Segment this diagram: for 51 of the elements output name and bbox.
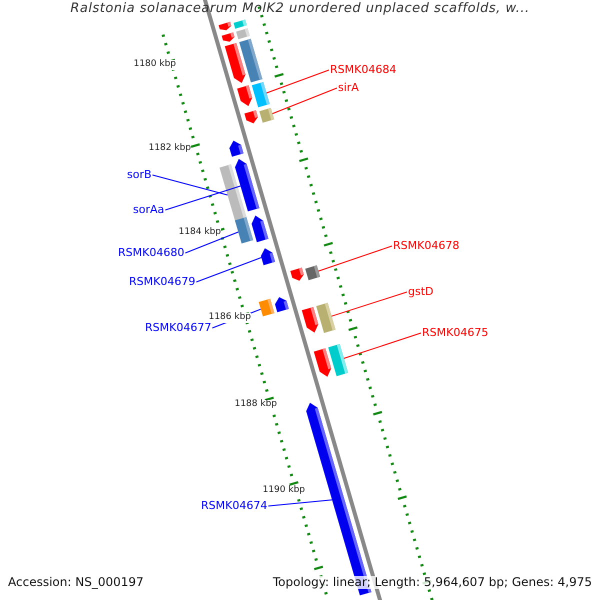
gene-pentagon bbox=[244, 110, 258, 124]
gene-label: RSMK04684 bbox=[330, 64, 396, 76]
leader-line bbox=[268, 499, 333, 506]
gene-block bbox=[252, 82, 270, 108]
gene-label: RSMK04678 bbox=[393, 240, 460, 252]
scale-label: 1188 kbp bbox=[234, 400, 277, 410]
gene-block bbox=[259, 108, 274, 123]
gene-label: RSMK04680 bbox=[118, 247, 184, 260]
footer-text: Topology: linear; Length: 5,964,607 bp; Genes: 4,975 bbox=[272, 576, 592, 590]
gene-label: gstD bbox=[408, 286, 434, 298]
gene-label: RSMK04677 bbox=[145, 322, 212, 334]
leader-line bbox=[272, 88, 338, 114]
leader-line bbox=[331, 292, 408, 317]
leader-line bbox=[318, 246, 392, 272]
gene-block bbox=[236, 28, 250, 40]
gene-pentagon bbox=[275, 297, 289, 312]
leader-line bbox=[152, 174, 228, 196]
gene-pentagon bbox=[224, 43, 246, 83]
gene-label: sorB bbox=[127, 169, 152, 182]
gene-label: RSMK04675 bbox=[422, 327, 488, 340]
leader-line bbox=[164, 186, 241, 210]
gene-pentagon bbox=[218, 22, 232, 30]
gene-label: sirA bbox=[338, 82, 359, 94]
scale-label: 1190 kbp bbox=[262, 486, 305, 496]
scale-label: 1186 kbp bbox=[208, 313, 251, 323]
gene-pentagon bbox=[252, 216, 268, 242]
scale-label: 1184 kbp bbox=[178, 228, 221, 238]
gene-block bbox=[258, 298, 274, 316]
scale-label: 1180 kbp bbox=[134, 60, 176, 70]
gene-pentagon bbox=[314, 348, 332, 377]
gene-block bbox=[220, 164, 247, 222]
leader-line bbox=[184, 232, 239, 254]
leader-line bbox=[266, 70, 330, 94]
gene-block bbox=[328, 344, 348, 376]
footer-text: Accession: NS_000197 bbox=[8, 576, 144, 590]
gene-pentagon bbox=[260, 248, 276, 266]
gene-pentagon bbox=[290, 268, 304, 281]
gene-block bbox=[305, 265, 320, 280]
gene-label: sorAa bbox=[133, 204, 164, 216]
gene-pentagon bbox=[222, 32, 234, 42]
gene-pentagon bbox=[302, 307, 318, 333]
leader-line bbox=[343, 332, 422, 359]
gene-block bbox=[316, 302, 336, 333]
leader-line bbox=[196, 257, 262, 282]
gene-block bbox=[234, 20, 247, 29]
gene-label: RSMK04674 bbox=[201, 500, 268, 512]
gene-block bbox=[234, 217, 254, 244]
gene-pentagon bbox=[229, 140, 244, 157]
gene-pentagon bbox=[237, 85, 252, 106]
gene-label: RSMK04679 bbox=[129, 276, 196, 288]
scale-label: 1182 kbp bbox=[148, 144, 191, 154]
